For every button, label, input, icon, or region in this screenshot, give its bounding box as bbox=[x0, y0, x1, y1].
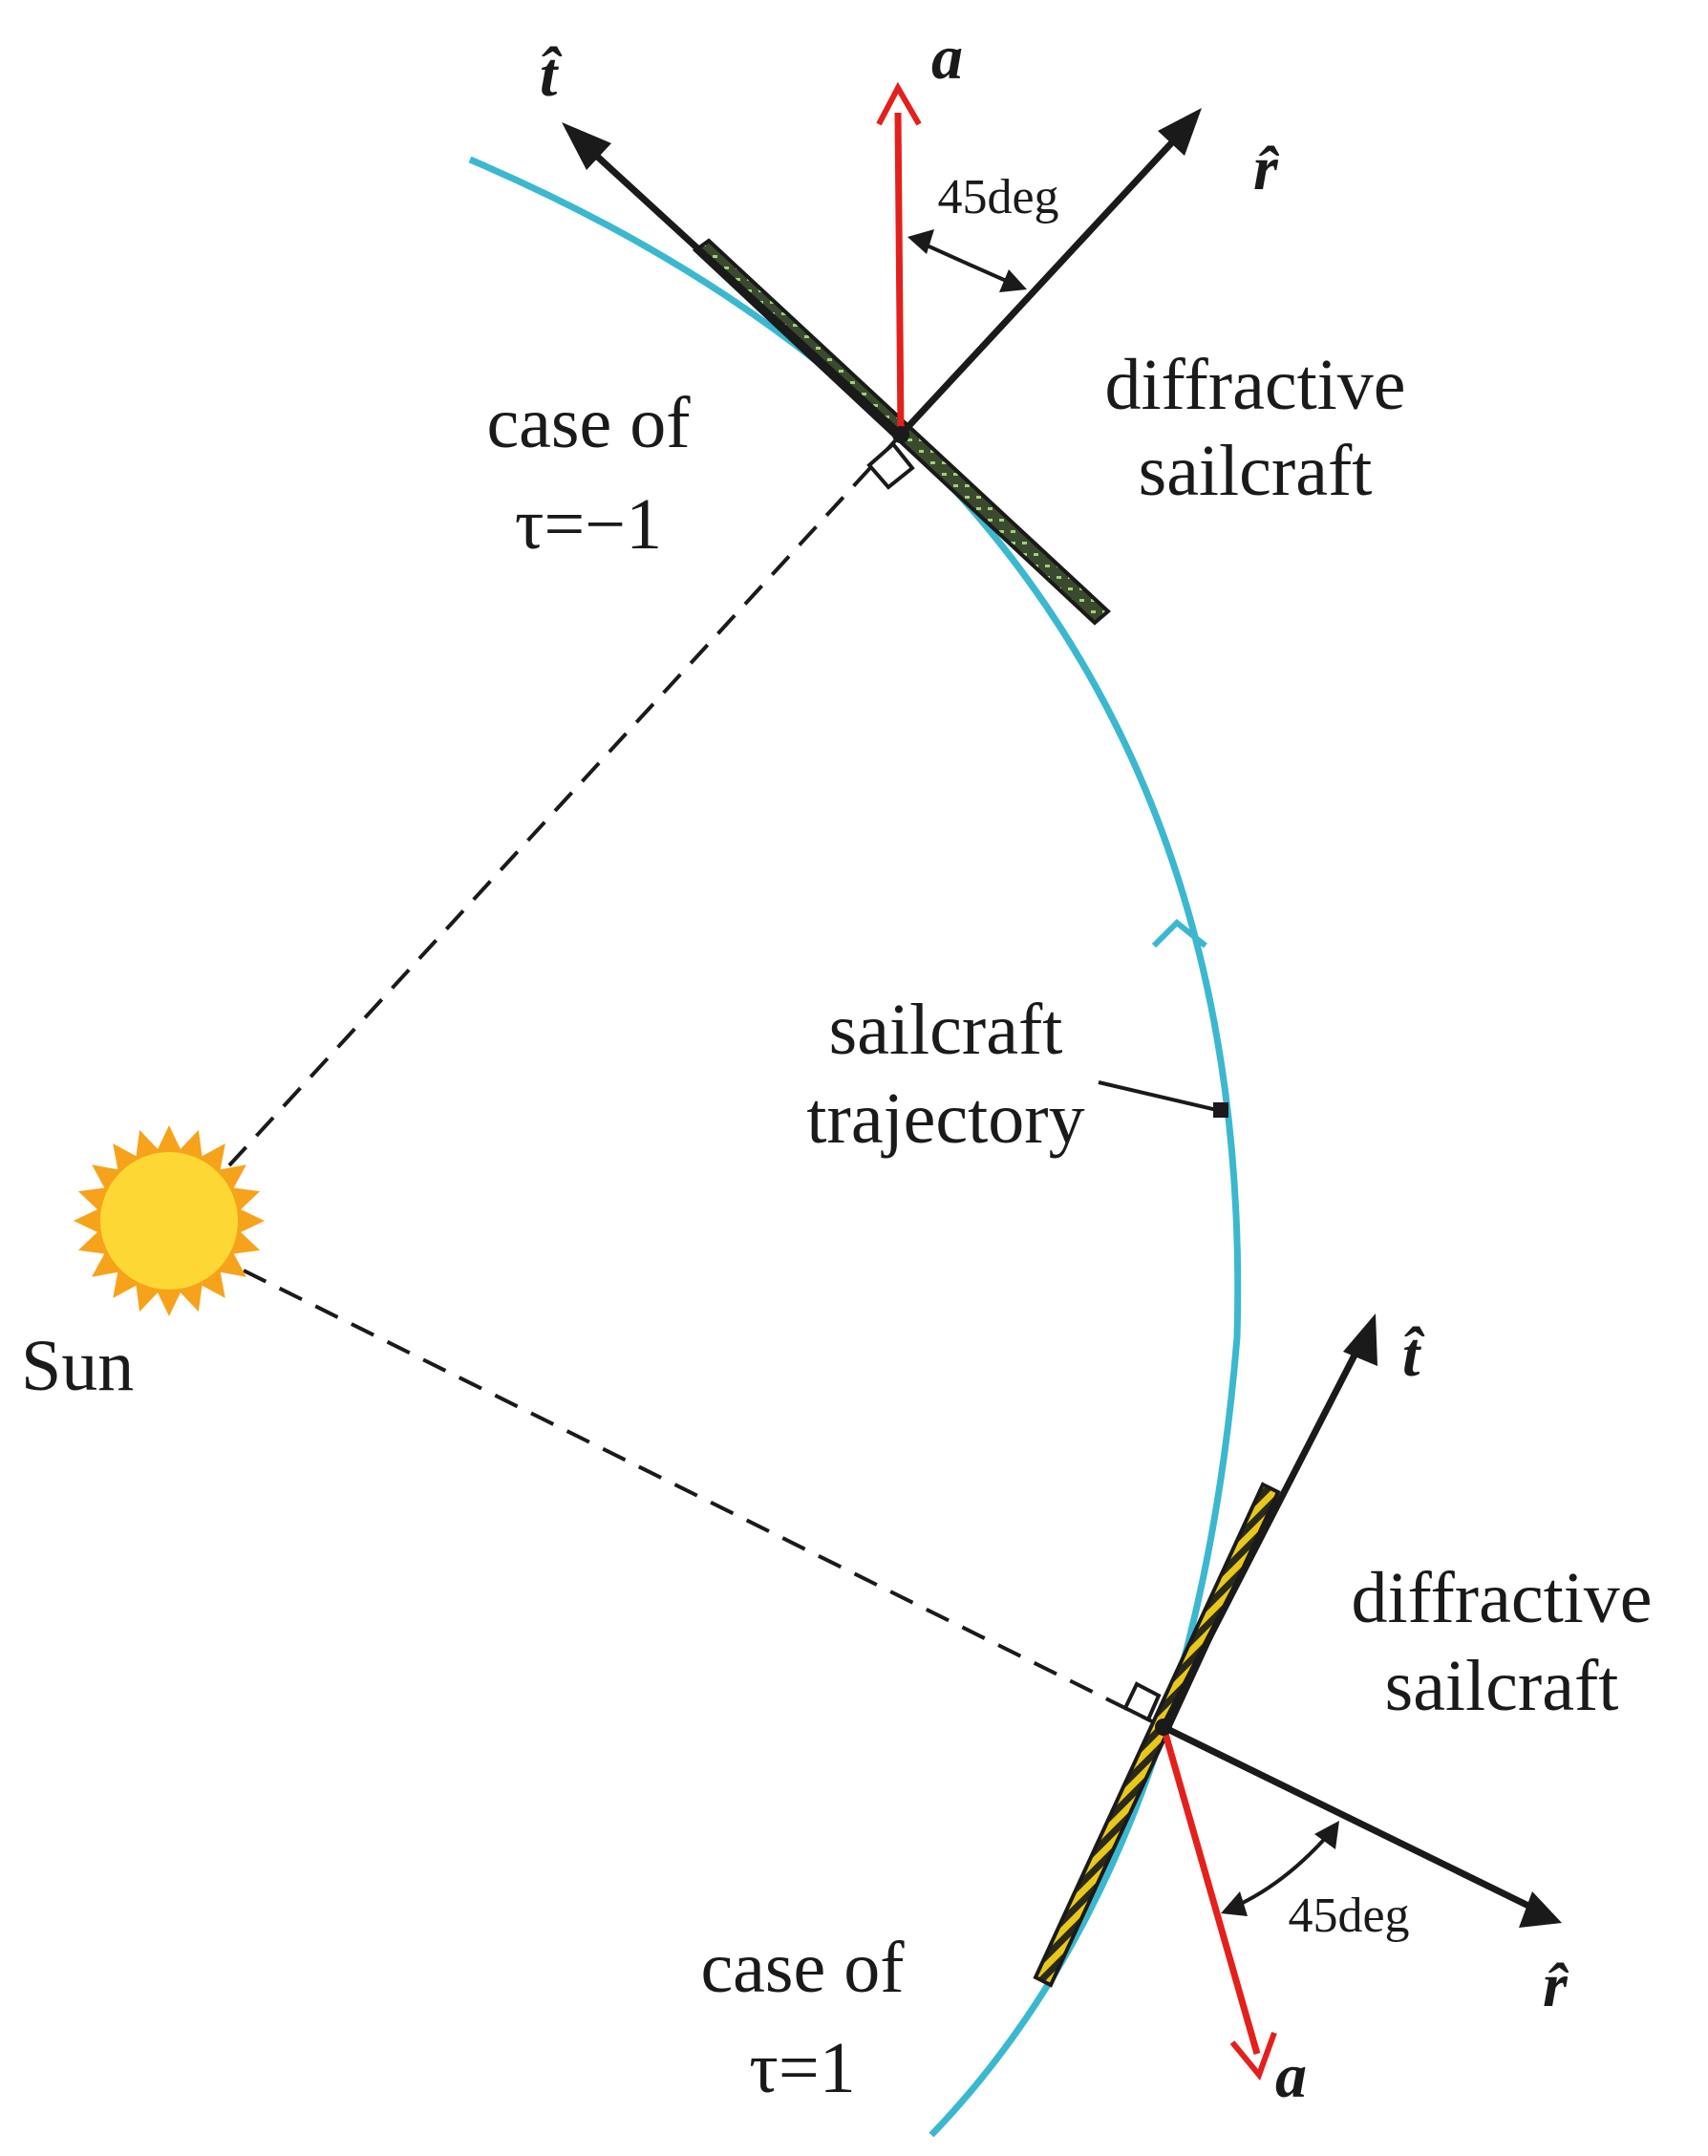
top-sailcraft-group bbox=[562, 81, 1202, 626]
top-case-label-line1: case of bbox=[486, 383, 691, 463]
bottom-diffractive-sail bbox=[1033, 1482, 1281, 1988]
top-t-axis bbox=[578, 139, 904, 438]
bottom-angle-arrowhead-right bbox=[1314, 1821, 1339, 1849]
top-angle-arrowhead-left bbox=[907, 229, 934, 254]
trajectory-label-line2: trajectory bbox=[806, 1078, 1084, 1159]
trajectory-leader-dot bbox=[1213, 1102, 1228, 1118]
top-angle-label: 45deg bbox=[937, 170, 1058, 224]
top-r-hat-label: r̂ bbox=[1253, 134, 1280, 203]
bottom-acceleration-vector bbox=[1160, 1726, 1261, 2055]
bottom-angle-label: 45deg bbox=[1288, 1889, 1409, 1943]
bottom-angle-arrowhead-left bbox=[1221, 1891, 1248, 1916]
bottom-t-axis bbox=[1160, 1340, 1365, 1729]
trajectory-leader-line bbox=[1098, 1080, 1222, 1113]
bottom-r-arrowhead bbox=[1519, 1891, 1562, 1928]
sun-line-top bbox=[227, 433, 903, 1167]
top-case-label-line2: τ=−1 bbox=[515, 484, 662, 565]
top-craft-label-line1: diffractive bbox=[1104, 345, 1405, 425]
trajectory-label-line1: sailcraft bbox=[829, 990, 1063, 1070]
top-angle-arrowhead-right bbox=[999, 269, 1027, 292]
bottom-r-hat-label: r̂ bbox=[1543, 1951, 1569, 2020]
bottom-right-angle-marker bbox=[1122, 1681, 1162, 1722]
bottom-craft-label-line2: sailcraft bbox=[1385, 1646, 1619, 1726]
top-a-label: a bbox=[931, 23, 963, 93]
top-sail-hub bbox=[892, 426, 909, 443]
top-r-arrowhead bbox=[1158, 108, 1202, 156]
bottom-t-arrowhead bbox=[1343, 1313, 1377, 1366]
top-t-arrowhead bbox=[562, 122, 611, 170]
top-right-angle-marker bbox=[866, 441, 915, 490]
bottom-t-hat-label: t̂ bbox=[1402, 1320, 1425, 1390]
top-t-hat-label: t̂ bbox=[540, 40, 563, 110]
bottom-craft-label-line1: diffractive bbox=[1351, 1558, 1652, 1638]
bottom-case-label-line2: τ=1 bbox=[749, 2028, 855, 2108]
bottom-a-label: a bbox=[1275, 2041, 1307, 2111]
sun-core bbox=[100, 1152, 238, 1290]
top-acceleration-arrowhead bbox=[876, 81, 922, 126]
bottom-sailcraft-group bbox=[1033, 1313, 1562, 2081]
sun-line-bottom bbox=[243, 1269, 1164, 1729]
sun-icon bbox=[74, 1125, 265, 1316]
sun-label: Sun bbox=[21, 1326, 134, 1406]
top-acceleration-vector bbox=[894, 112, 905, 436]
trajectory-direction-arrow bbox=[1151, 918, 1207, 949]
top-r-axis bbox=[898, 126, 1187, 438]
bottom-r-axis bbox=[1162, 1723, 1530, 1910]
bottom-acceleration-arrowhead bbox=[1229, 2031, 1277, 2081]
bottom-sail-hub bbox=[1155, 1718, 1172, 1736]
bottom-case-label-line1: case of bbox=[700, 1928, 905, 2008]
top-craft-label-line2: sailcraft bbox=[1139, 431, 1373, 511]
